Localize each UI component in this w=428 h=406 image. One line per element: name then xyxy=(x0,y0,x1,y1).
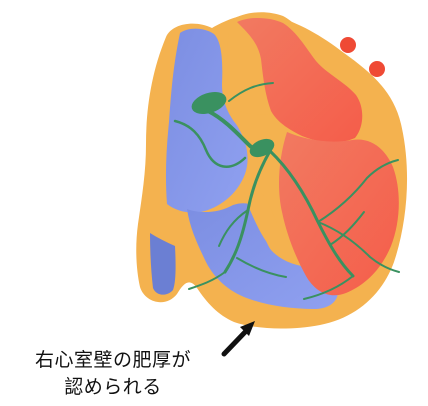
annotation-line-2: 認められる xyxy=(8,374,218,401)
annotation-line-1: 右心室壁の肥厚が xyxy=(8,347,218,374)
annotation-caption: 右心室壁の肥厚が 認められる xyxy=(8,347,218,401)
arrow-icon xyxy=(224,321,255,354)
pulmonary-vein-2 xyxy=(369,61,385,77)
pulmonary-vein-1 xyxy=(340,37,356,53)
